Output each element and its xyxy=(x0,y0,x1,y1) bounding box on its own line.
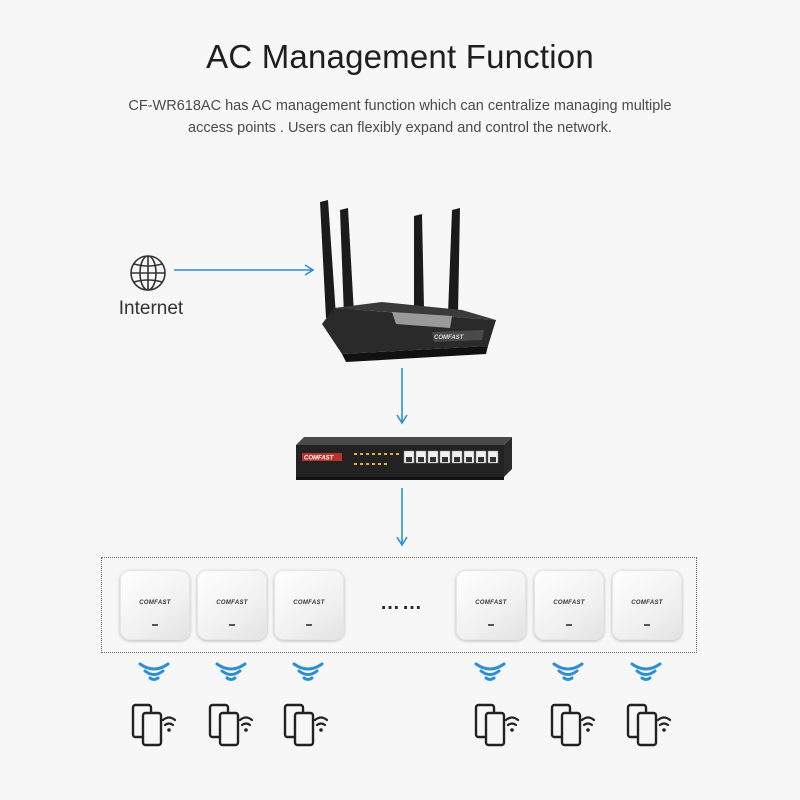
access-point-brand: COMFAST xyxy=(293,600,325,606)
access-point: COMFAST xyxy=(534,570,604,640)
access-point: COMFAST xyxy=(120,570,190,640)
access-point-led xyxy=(152,624,158,626)
globe-icon xyxy=(130,255,166,291)
access-point-brand: COMFAST xyxy=(631,600,663,606)
wifi-signal-icon xyxy=(292,662,324,681)
access-point: COMFAST xyxy=(274,570,344,640)
more-access-points-ellipsis: …… xyxy=(380,592,424,614)
arrow-internet-to-router xyxy=(174,264,315,276)
access-point-led xyxy=(229,624,235,626)
arrow-router-to-switch xyxy=(396,368,408,425)
access-point-led xyxy=(644,624,650,626)
access-point-led xyxy=(488,624,494,626)
wifi-signal-icon xyxy=(138,662,170,681)
description-line-1: CF-WR618AC has AC management function wh… xyxy=(128,98,672,114)
wifi-signal-icon xyxy=(474,662,506,681)
mobile-devices-icon xyxy=(283,703,329,747)
access-point: COMFAST xyxy=(612,570,682,640)
switch-image: COMFAST xyxy=(296,437,512,480)
mobile-devices-icon xyxy=(131,703,177,747)
internet-label: Internet xyxy=(118,298,184,319)
mobile-devices-icon xyxy=(208,703,254,747)
description-line-2: access points . Users can flexibly expan… xyxy=(188,120,612,136)
mobile-devices-icon xyxy=(550,703,596,747)
mobile-devices-icon xyxy=(474,703,520,747)
router-image: COMFAST xyxy=(320,200,496,362)
access-point-brand: COMFAST xyxy=(475,600,507,606)
access-point-brand: COMFAST xyxy=(216,600,248,606)
access-point: COMFAST xyxy=(197,570,267,640)
router-brand: COMFAST xyxy=(434,335,465,341)
switch-brand: COMFAST xyxy=(304,456,335,462)
access-point-group xyxy=(101,557,697,653)
arrow-switch-to-aps xyxy=(396,488,408,547)
access-point-led xyxy=(306,624,312,626)
wifi-signal-icon xyxy=(215,662,247,681)
access-point-brand: COMFAST xyxy=(553,600,585,606)
page-title: AC Management Function xyxy=(206,38,594,75)
access-point-brand: COMFAST xyxy=(139,600,171,606)
access-point-led xyxy=(566,624,572,626)
wifi-signal-icon xyxy=(552,662,584,681)
wifi-signal-icon xyxy=(630,662,662,681)
mobile-devices-icon xyxy=(626,703,672,747)
description: CF-WR618AC has AC management function wh… xyxy=(90,95,710,139)
access-point: COMFAST xyxy=(456,570,526,640)
